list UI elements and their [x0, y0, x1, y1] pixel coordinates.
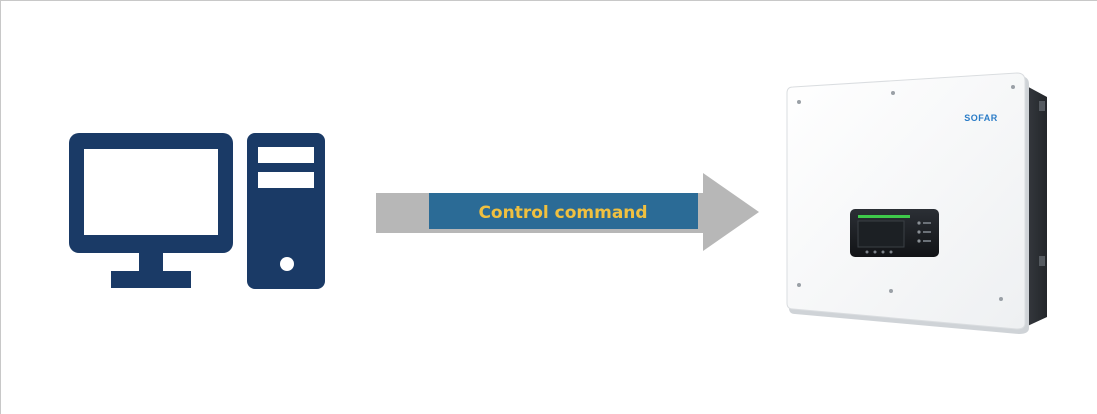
inverter-front-panel: [786, 72, 1026, 330]
screw-icon: [891, 91, 895, 95]
status-led-strip: [858, 215, 910, 218]
screw-icon: [797, 283, 801, 287]
button-dot-icon: [881, 250, 885, 254]
lcd-screen: [857, 220, 905, 248]
inverter-display-panel: [850, 209, 939, 257]
control-command-arrow: Control command: [376, 173, 759, 251]
monitor-icon: [69, 133, 233, 288]
inverter-brand-logo: SOFAR: [964, 113, 998, 123]
indicator-light-icon: [917, 221, 921, 225]
button-dot-icon: [889, 250, 893, 254]
arrow-label-band: [429, 193, 698, 229]
solar-inverter-icon: SOFAR: [786, 72, 1047, 334]
arrow-head: [703, 173, 759, 251]
screw-icon: [889, 289, 893, 293]
indicator-light-icon: [917, 239, 921, 243]
screw-icon: [1011, 85, 1015, 89]
button-dot-icon: [873, 250, 877, 254]
screw-icon: [797, 100, 801, 104]
desktop-computer-icon: [69, 133, 325, 289]
indicator-light-icon: [917, 230, 921, 234]
tower-case-icon: [247, 133, 325, 289]
screw-icon: [999, 297, 1003, 301]
control-command-label: Control command: [478, 203, 647, 223]
button-dot-icon: [865, 250, 869, 254]
